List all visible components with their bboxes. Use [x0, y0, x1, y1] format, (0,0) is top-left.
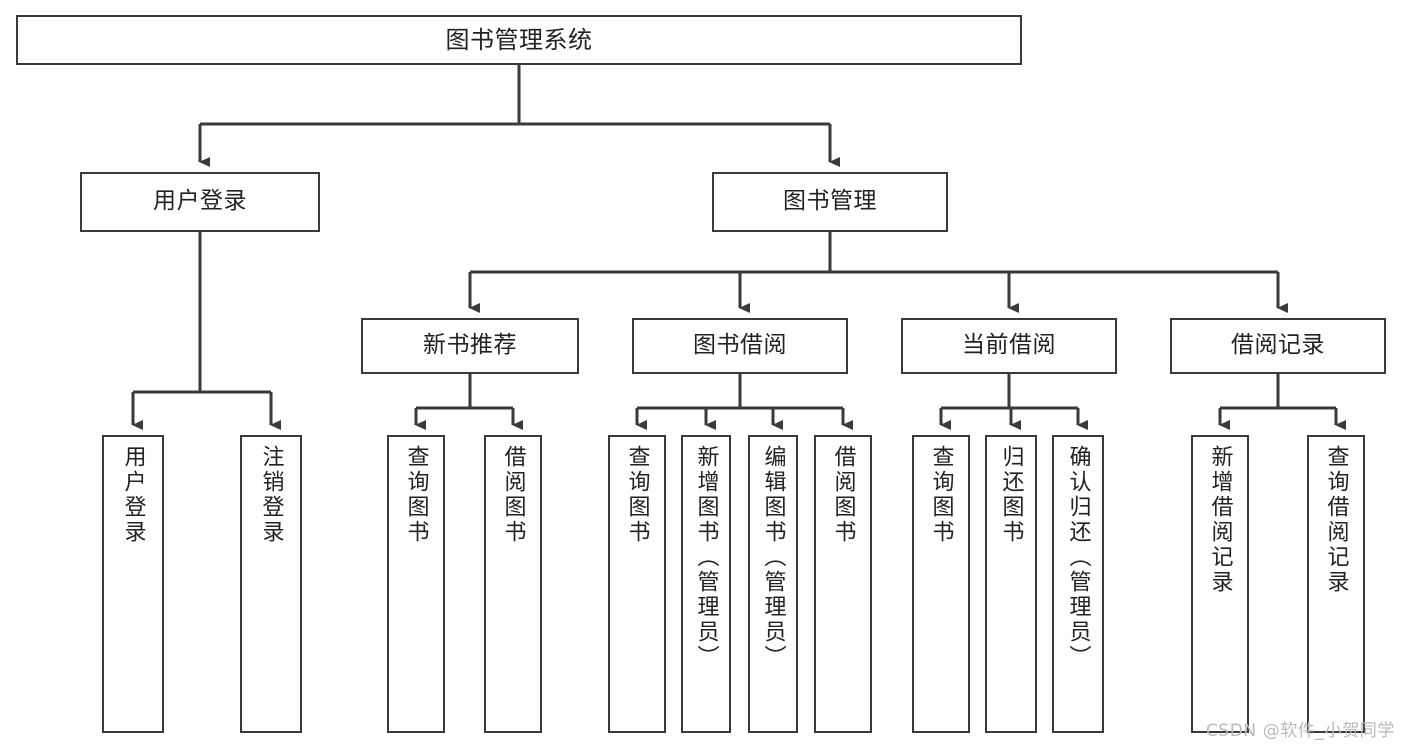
node-leaf-confirm-return[interactable]: 确认归还（管理员） [1052, 435, 1104, 733]
node-new-book-recommend[interactable]: 新书推荐 [361, 318, 579, 374]
node-user-login[interactable]: 用户登录 [80, 172, 320, 232]
node-leaf-query-book-1[interactable]: 查询图书 [387, 435, 445, 733]
node-leaf-add-book-label: 新增图书（管理员） [693, 445, 719, 670]
node-leaf-logout[interactable]: 注销登录 [240, 435, 302, 733]
node-book-management[interactable]: 图书管理 [712, 172, 948, 232]
node-leaf-return-book-label: 归还图书 [998, 445, 1024, 545]
node-leaf-borrow-book-2[interactable]: 借阅图书 [814, 435, 872, 733]
node-leaf-query-book-2-label: 查询图书 [624, 445, 650, 545]
node-borrow-record[interactable]: 借阅记录 [1170, 318, 1386, 374]
node-book-borrow-label: 图书借阅 [693, 332, 787, 359]
node-book-management-label: 图书管理 [783, 188, 877, 215]
node-leaf-query-book-1-label: 查询图书 [403, 445, 429, 545]
node-leaf-user-login-label: 用户登录 [120, 445, 146, 545]
node-book-borrow[interactable]: 图书借阅 [632, 318, 848, 374]
node-leaf-query-book-2[interactable]: 查询图书 [608, 435, 666, 733]
node-leaf-query-record-label: 查询借阅记录 [1323, 445, 1349, 595]
node-leaf-user-login[interactable]: 用户登录 [102, 435, 164, 733]
node-leaf-edit-book[interactable]: 编辑图书（管理员） [748, 435, 798, 733]
node-leaf-add-record-label: 新增借阅记录 [1207, 445, 1233, 595]
node-user-login-label: 用户登录 [153, 188, 247, 215]
node-leaf-query-record[interactable]: 查询借阅记录 [1307, 435, 1365, 733]
node-root[interactable]: 图书管理系统 [16, 15, 1022, 65]
node-leaf-borrow-book-1[interactable]: 借阅图书 [484, 435, 542, 733]
node-leaf-add-book[interactable]: 新增图书（管理员） [681, 435, 731, 733]
node-leaf-confirm-return-label: 确认归还（管理员） [1065, 445, 1091, 670]
node-leaf-return-book[interactable]: 归还图书 [985, 435, 1037, 733]
node-leaf-logout-label: 注销登录 [258, 445, 284, 545]
node-leaf-query-book-3-label: 查询图书 [928, 445, 954, 545]
node-new-book-recommend-label: 新书推荐 [423, 332, 517, 359]
node-current-borrow-label: 当前借阅 [962, 332, 1056, 359]
node-leaf-borrow-book-2-label: 借阅图书 [830, 445, 856, 545]
node-root-label: 图书管理系统 [445, 25, 593, 54]
node-current-borrow[interactable]: 当前借阅 [901, 318, 1117, 374]
node-leaf-borrow-book-1-label: 借阅图书 [500, 445, 526, 545]
node-leaf-edit-book-label: 编辑图书（管理员） [760, 445, 786, 670]
node-leaf-add-record[interactable]: 新增借阅记录 [1191, 435, 1249, 733]
node-borrow-record-label: 借阅记录 [1231, 332, 1325, 359]
node-leaf-query-book-3[interactable]: 查询图书 [912, 435, 970, 733]
watermark: CSDN @软件_小贺同学 [1205, 721, 1395, 741]
